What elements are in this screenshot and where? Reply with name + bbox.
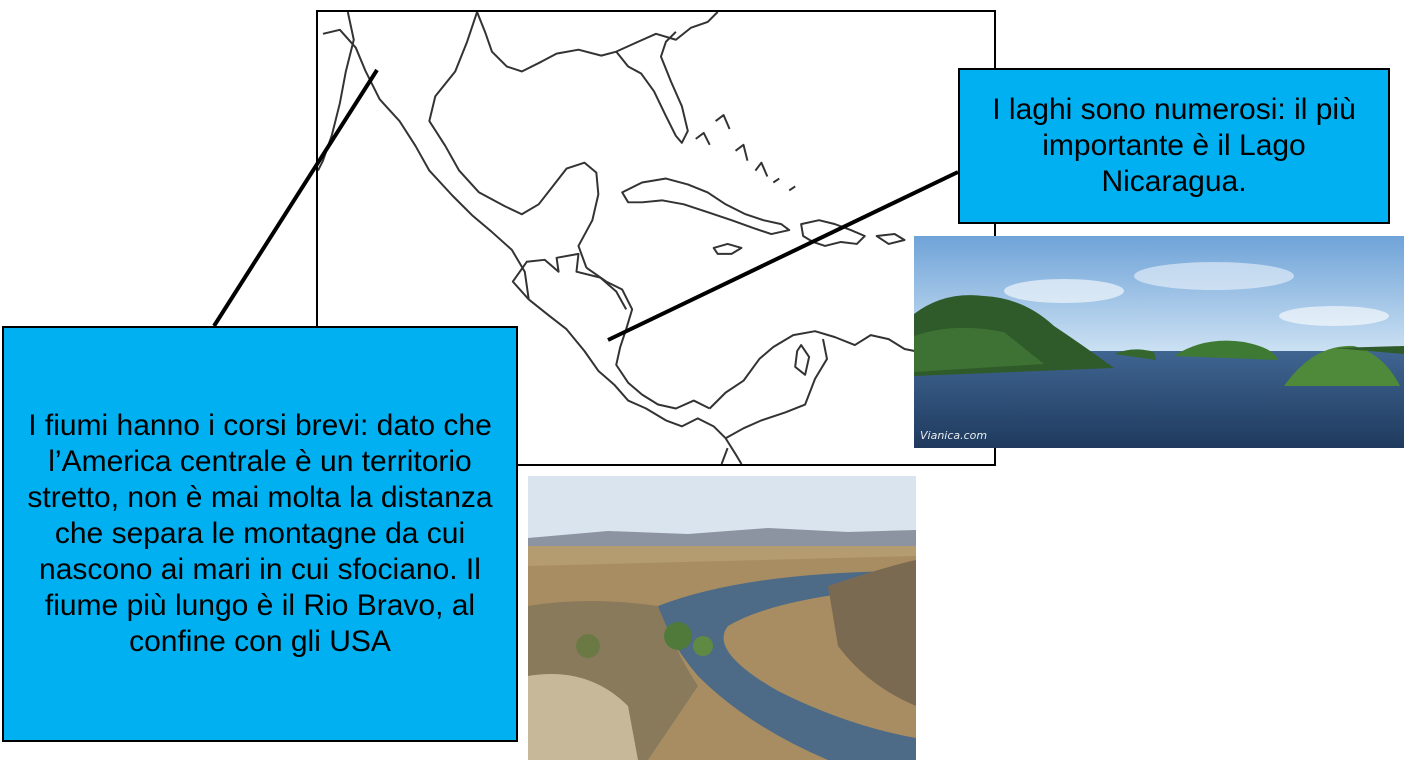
bahamas-outline xyxy=(695,114,796,192)
gulf-coast-outline xyxy=(476,12,719,73)
rivers-callout: I fiumi hanno i corsi brevi: dato che l’… xyxy=(2,326,518,742)
lake-maracaibo-outline xyxy=(794,344,811,376)
lake-photo-watermark: Vianica.com xyxy=(920,429,988,442)
cuba-outline xyxy=(621,177,791,236)
rio-bravo-photo xyxy=(528,476,916,760)
lakes-callout-text: I laghi sono numerosi: il più importante… xyxy=(992,93,1356,198)
isthmus-pacific-coast-outline xyxy=(528,298,743,464)
mexico-west-coast-outline xyxy=(322,28,530,300)
hispaniola-outline xyxy=(800,219,866,247)
baja-california-outline xyxy=(318,12,355,172)
lakes-callout: I laghi sono numerosi: il più importante… xyxy=(958,68,1390,224)
florida-outline xyxy=(615,31,689,144)
puerto-rico-outline xyxy=(875,233,906,245)
rivers-callout-text: I fiumi hanno i corsi brevi: dato che l’… xyxy=(27,409,493,658)
gulf-mexico-west-coast-outline xyxy=(428,12,600,269)
jamaica-outline xyxy=(712,242,743,255)
isthmus-caribbean-coast-outline xyxy=(585,266,711,410)
south-america-interior-outline xyxy=(720,338,828,464)
lake-nicaragua-photo: Vianica.com xyxy=(914,236,1404,448)
